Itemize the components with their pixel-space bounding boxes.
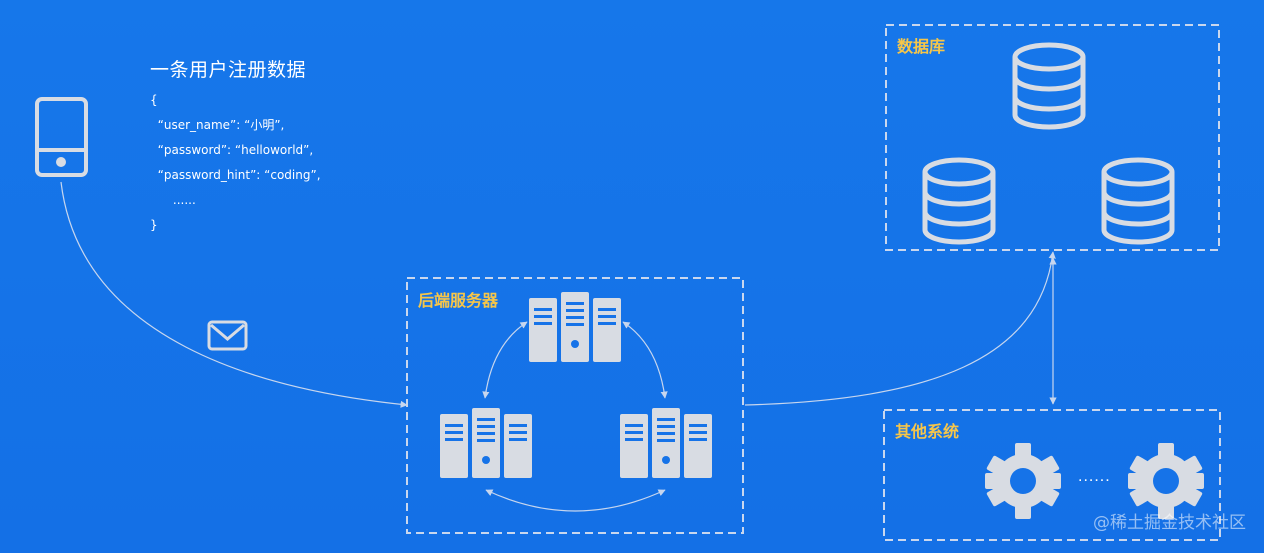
server-icon-right [620,408,712,478]
phone-icon [35,97,88,177]
mail-icon [207,320,248,351]
json-line: “user_name”: “小明”, [150,118,285,132]
database-icon-top [1015,45,1083,127]
json-line: { [150,93,158,107]
json-line: “password_hint”: “coding”, [150,168,321,182]
json-record: { “user_name”: “小明”, “password”: “hellow… [150,88,321,238]
json-line: “password”: “helloworld”, [150,143,314,157]
backend-box [406,277,744,534]
gear-icon-left [985,443,1061,519]
server-icon-left [440,408,532,478]
database-icon-right [1104,160,1172,242]
server-icon-top [529,292,621,362]
connector-phone-to-backend [60,181,408,408]
json-line: } [150,218,158,232]
connector-server-top-right [622,321,668,399]
database-label: 数据库 [897,37,946,56]
other-systems-label: 其他系统 [895,422,960,441]
database-icon-left [925,160,993,242]
backend-label: 后端服务器 [418,291,499,310]
json-line: ...... [150,193,196,207]
watermark: @稀土掘金技术社区 [1093,513,1246,533]
database-box [885,24,1220,251]
connector-server-left-right [485,489,666,512]
record-title: 一条用户注册数据 [150,59,307,81]
other-systems-ellipsis: ...... [1078,468,1111,485]
connector-backend-to-database [744,251,1056,406]
connector-server-top-left [482,321,528,399]
